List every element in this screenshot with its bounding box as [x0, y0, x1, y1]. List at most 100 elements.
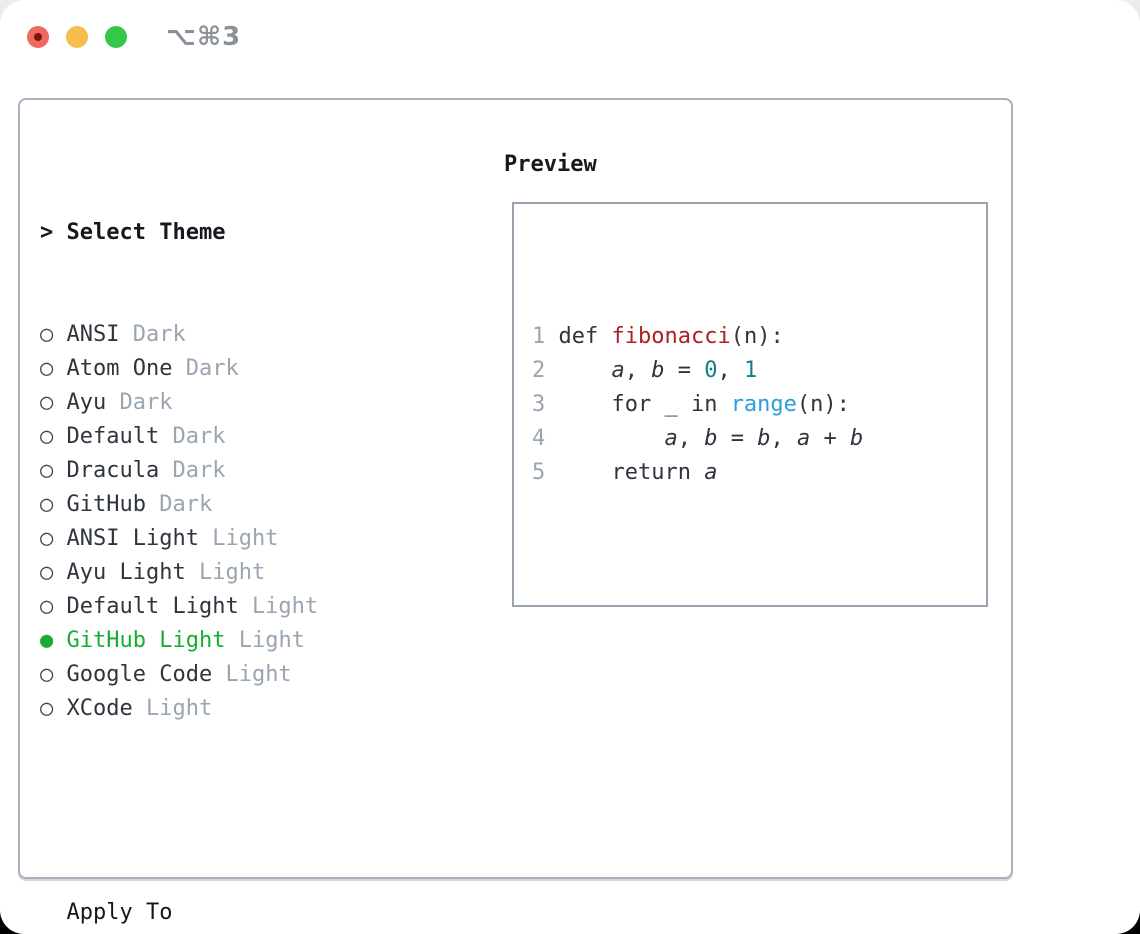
theme-option-atom-one[interactable]: ○ Atom One Dark: [40, 352, 437, 386]
zoom-button[interactable]: [105, 26, 127, 48]
theme-name: Default: [66, 424, 160, 449]
theme-variant-tag: Dark: [119, 390, 173, 415]
theme-variant-tag: Light: [198, 560, 266, 585]
line-number: 1: [532, 324, 546, 349]
code-token: ,: [677, 426, 705, 451]
theme-option-default[interactable]: ○ Default Dark: [40, 420, 437, 454]
line-number: 4: [532, 426, 546, 451]
select-theme-header: > Select Theme: [40, 216, 437, 250]
code-token: a: [796, 426, 811, 451]
theme-variant-tag: Dark: [132, 322, 186, 347]
theme-option-xcode[interactable]: ○ XCode Light: [40, 692, 437, 726]
code-token: b: [757, 426, 771, 451]
code-token: ,: [717, 358, 744, 383]
theme-option-ansi-light[interactable]: ○ ANSI Light Light: [40, 522, 437, 556]
theme-variant-tag: Dark: [159, 492, 213, 517]
code-line: 1 def fibonacci(n):: [532, 320, 968, 354]
radio-icon: ○: [40, 696, 54, 721]
code-token: 0: [704, 358, 718, 383]
code-token: b: [704, 426, 718, 451]
theme-name: ANSI Light: [66, 526, 199, 551]
theme-option-ayu[interactable]: ○ Ayu Dark: [40, 386, 437, 420]
theme-name: Atom One: [66, 356, 173, 381]
theme-name: Ayu Light: [66, 560, 186, 585]
theme-option-github[interactable]: ○ GitHub Dark: [40, 488, 437, 522]
radio-icon: ○: [40, 458, 54, 483]
theme-name: XCode: [66, 696, 133, 721]
preview-column: Preview 1 def fibonacci(n):2 a, b = 0, 1…: [504, 148, 988, 607]
theme-option-github-light[interactable]: ● GitHub Light Light: [40, 624, 437, 658]
line-number: 2: [532, 358, 546, 383]
radio-icon: ○: [40, 492, 54, 517]
theme-variant-tag: Light: [238, 628, 305, 653]
window-title: ⌥⌘3: [166, 22, 242, 52]
code-token: 1: [743, 358, 758, 383]
code-token: b: [651, 358, 665, 383]
code-token: a: [611, 358, 625, 383]
apply-to-header: ○ Apply To: [40, 896, 437, 930]
theme-name: Dracula: [66, 458, 160, 483]
code-token: [559, 426, 665, 451]
theme-name: Default Light: [66, 594, 239, 619]
radio-icon: ○: [40, 560, 54, 585]
theme-picker-panel: > Select Theme ○ ANSI Dark○ Atom One Dar…: [18, 98, 1013, 925]
prompt-arrow-icon: >: [40, 220, 54, 245]
theme-list-column: > Select Theme ○ ANSI Dark○ Atom One Dar…: [40, 148, 437, 934]
theme-name: ANSI: [66, 322, 120, 347]
code-token: fibonacci: [611, 324, 731, 349]
code-token: a: [704, 460, 718, 485]
radio-icon: ○: [40, 424, 54, 449]
code-token: +: [810, 426, 850, 451]
radio-icon: ○: [40, 662, 54, 687]
code-token: =: [664, 358, 705, 383]
titlebar: ⌥⌘3: [0, 0, 1140, 74]
theme-variant-tag: Dark: [172, 458, 226, 483]
preview-title: Preview: [504, 152, 597, 177]
code-token: for _ in: [558, 392, 731, 417]
theme-list: ○ ANSI Dark○ Atom One Dark○ Ayu Dark○ De…: [40, 318, 437, 726]
code-token: b: [849, 426, 864, 451]
code-token: (n):: [796, 392, 850, 417]
radio-icon: ○: [40, 594, 54, 619]
spacer: [40, 794, 437, 828]
code-token: =: [717, 426, 758, 451]
spacer: [532, 558, 968, 592]
theme-variant-tag: Light: [145, 696, 213, 721]
code-token: def: [558, 324, 612, 349]
code-line: 3 for _ in range(n):: [532, 388, 968, 422]
theme-option-ansi[interactable]: ○ ANSI Dark: [40, 318, 437, 352]
radio-icon: ○: [40, 356, 54, 381]
code-token: (n):: [730, 324, 784, 349]
minimize-button[interactable]: [66, 26, 88, 48]
radio-icon: ●: [40, 628, 54, 653]
theme-variant-tag: Dark: [172, 424, 226, 449]
code-token: range: [730, 392, 797, 417]
code-line: 4 a, b = b, a + b: [532, 422, 968, 456]
theme-variant-tag: Light: [225, 662, 292, 687]
theme-name: Ayu: [66, 390, 107, 415]
code-token: return: [558, 460, 705, 485]
theme-variant-tag: Light: [212, 526, 279, 551]
radio-icon: ○: [40, 526, 54, 551]
code-token: a: [664, 426, 678, 451]
theme-option-google-code[interactable]: ○ Google Code Light: [40, 658, 437, 692]
theme-option-default-light[interactable]: ○ Default Light Light: [40, 590, 437, 624]
code-token: ,: [770, 426, 797, 451]
theme-variant-tag: Light: [251, 594, 319, 619]
theme-option-dracula[interactable]: ○ Dracula Dark: [40, 454, 437, 488]
theme-variant-tag: Dark: [185, 356, 239, 381]
radio-icon: ○: [40, 390, 54, 415]
code-token: [559, 358, 612, 383]
code-token: ,: [624, 358, 652, 383]
code-line: 5 return a: [532, 456, 968, 490]
theme-option-ayu-light[interactable]: ○ Ayu Light Light: [40, 556, 437, 590]
theme-name: Google Code: [66, 662, 213, 687]
radio-icon: ○: [40, 322, 54, 347]
code-line: 2 a, b = 0, 1: [532, 354, 968, 388]
select-theme-title: Select Theme: [66, 220, 226, 245]
close-button[interactable]: [27, 26, 49, 48]
line-number: 5: [532, 460, 546, 485]
